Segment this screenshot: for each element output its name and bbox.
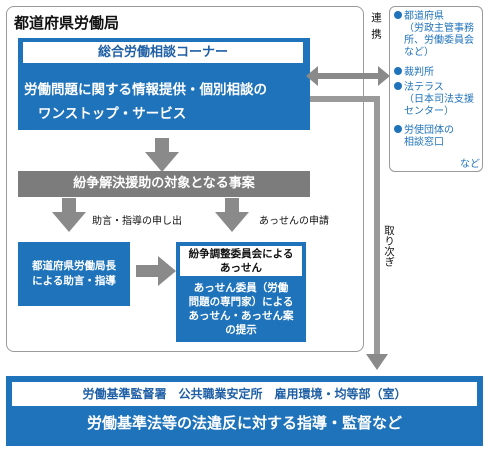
mediation-committee-body: あっせん委員（労働 問題の専門家）による あっせん・あっせん案 の提示	[180, 281, 302, 337]
referral-label: 取り次ぎ	[383, 225, 395, 267]
consultation-corner-header: 総合労働相談コーナー	[23, 42, 303, 63]
committee-header-line2: あっせん	[220, 262, 262, 274]
double-arrow-icon	[306, 66, 390, 86]
referral-connector-horizontal	[310, 96, 380, 102]
director-advice-line2: による助言・指導	[32, 275, 116, 287]
chevron-down-icon	[52, 198, 86, 232]
consultation-description-line1: 労働問題に関する情報提供・個別相談の	[24, 82, 267, 98]
chevron-down-icon	[215, 198, 249, 232]
bullet-icon	[394, 125, 402, 133]
labor-offices-header: 労働基準監督署 公共職業安定所 雇用環境・均等部（室）	[12, 382, 477, 406]
referral-connector-vertical	[374, 96, 380, 360]
consultation-description-line2: ワンストップ・サービス	[38, 106, 187, 122]
bureau-title: 都道府県労働局	[14, 14, 120, 32]
cooperation-label: 連携	[370, 12, 382, 45]
bullet-icon	[394, 67, 402, 75]
committee-body-line4: の提示	[225, 324, 257, 336]
labor-standards-enforcement-text: 労働基準法等の法違反に対する指導・監督など	[86, 414, 402, 432]
committee-header-line1: 紛争調整委員会による	[188, 248, 294, 260]
chevron-down-icon	[145, 138, 179, 172]
bullet-icon	[394, 82, 402, 90]
director-advice-line1: 都道府県労働局長	[32, 260, 116, 272]
arrow-down-icon	[366, 354, 388, 370]
mediation-request-label: あっせんの申請	[259, 216, 329, 227]
partner-court: 裁判所	[394, 67, 434, 79]
committee-body-line2: 問題の専門家）による	[188, 296, 294, 308]
committee-body-line1: あっせん委員（労働	[193, 282, 289, 294]
partners-etc: など	[460, 159, 480, 170]
advice-request-label: 助言・指導の申し出	[92, 216, 182, 227]
partner-prefecture: 都道府県 （労政主管事務 所、労働委員会 など）	[394, 11, 474, 59]
partner-labor-management-groups: 労使団体の 相談窓口	[394, 125, 454, 149]
bullet-icon	[394, 11, 402, 19]
partner-organizations-panel	[389, 6, 483, 172]
committee-body-line3: あっせん・あっせん案	[188, 310, 294, 322]
chevron-right-icon	[136, 256, 176, 286]
partner-hou-terasu: 法テラス （日本司法支援 センター）	[394, 82, 474, 118]
director-advice-box: 都道府県労働局長 による助言・指導	[18, 242, 130, 306]
mediation-committee-header: 紛争調整委員会による あっせん	[180, 246, 302, 276]
dispute-resolution-banner: 紛争解決援助の対象となる事案	[18, 171, 310, 197]
